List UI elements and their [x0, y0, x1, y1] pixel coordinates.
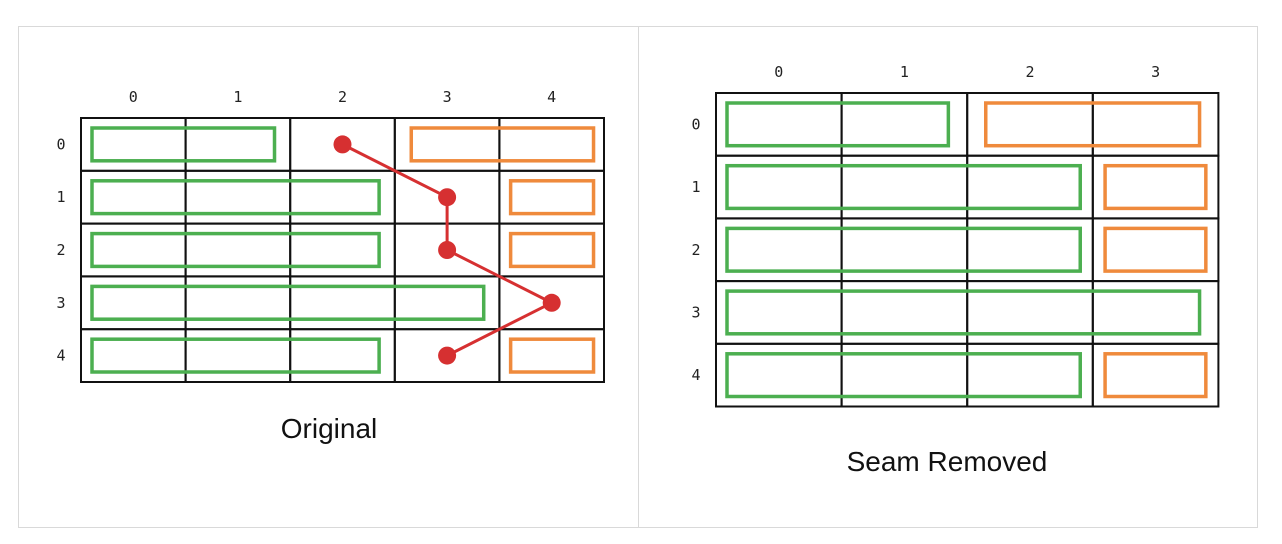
corner-mark [1276, 538, 1282, 544]
original-orange-box [508, 337, 596, 374]
original-orange-box [508, 179, 596, 216]
original-grid-cell [184, 222, 292, 278]
removed-grid-cell [1091, 342, 1220, 408]
removed-col-label: 0 [774, 63, 783, 81]
removed-green-box [725, 101, 951, 148]
seam-removed-grid-panel: 0 1 2 3 0 1 2 3 4 [691, 63, 1220, 408]
original-green-box [90, 284, 486, 321]
removed-green-box [725, 226, 1082, 273]
seam-point [333, 135, 352, 154]
original-green-box [90, 337, 381, 374]
original-col-label: 3 [443, 88, 452, 106]
removed-col-label: 1 [900, 63, 909, 81]
original-green-box [90, 126, 277, 163]
original-grid-cell [80, 117, 187, 172]
original-grid-cell [498, 117, 605, 172]
original-col-label: 0 [129, 88, 138, 106]
original-grid-cell [184, 328, 292, 384]
original-caption: Original [281, 413, 377, 444]
original-grid-cell [289, 275, 396, 331]
removed-col-label: 3 [1151, 63, 1160, 81]
original-grid-cell [498, 169, 605, 225]
original-row-label: 3 [56, 294, 65, 312]
original-row-label: 2 [56, 241, 65, 259]
removed-green-box [725, 352, 1082, 399]
original-grid-panel: 0 1 2 3 4 0 1 2 3 4 [56, 88, 605, 384]
original-orange-box [409, 126, 596, 163]
original-grid-cell [80, 222, 187, 278]
removed-orange-box [984, 101, 1202, 148]
seam-point [438, 346, 457, 365]
original-grid-cell [184, 169, 292, 225]
seam-removed-caption: Seam Removed [847, 446, 1048, 477]
removed-row-label: 4 [691, 366, 700, 384]
original-row-label: 1 [56, 188, 65, 206]
original-row-label: 4 [56, 347, 65, 365]
removed-orange-box [1103, 226, 1208, 273]
removed-row-label: 2 [691, 241, 700, 259]
figure-frame [18, 26, 1258, 528]
original-col-label: 2 [338, 88, 347, 106]
panel-divider [638, 27, 639, 527]
removed-row-label: 3 [691, 303, 700, 321]
seam-point [542, 293, 561, 312]
original-grid-cell [498, 222, 605, 278]
original-col-label: 1 [233, 88, 242, 106]
original-grid-cell [80, 169, 187, 225]
removed-green-box [725, 289, 1202, 336]
removed-row-label: 1 [691, 178, 700, 196]
original-row-label: 0 [56, 135, 65, 153]
original-grid-cell [184, 275, 292, 331]
original-grid-cell [80, 275, 187, 331]
removed-row-label: 0 [691, 115, 700, 133]
seam-point [438, 188, 457, 207]
original-grid-cell [498, 328, 605, 384]
original-green-box [90, 231, 381, 269]
removed-col-label: 2 [1025, 63, 1034, 81]
original-grid-cell [80, 328, 187, 384]
original-orange-box [508, 231, 596, 269]
removed-orange-box [1103, 352, 1208, 399]
seam-point [438, 241, 457, 259]
original-green-box [90, 179, 381, 216]
removed-orange-box [1103, 163, 1208, 211]
original-col-label: 4 [547, 88, 556, 106]
removed-green-box [725, 163, 1082, 211]
